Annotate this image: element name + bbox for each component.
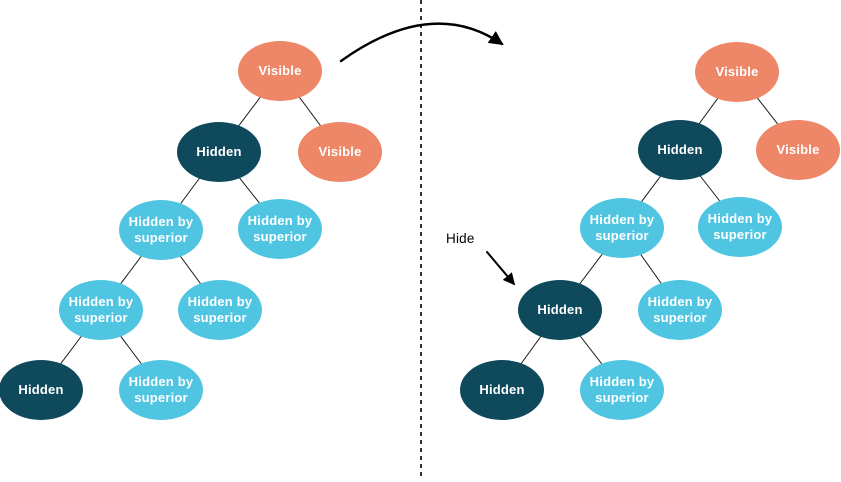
tree-node-hidden: Hidden <box>460 360 544 420</box>
tree-node-hidden-by-superior: Hidden by superior <box>580 198 664 258</box>
tree-node-hidden-by-superior: Hidden by superior <box>580 360 664 420</box>
tree-node-hidden: Hidden <box>638 120 722 180</box>
tree-node-hidden-target: Hidden <box>518 280 602 340</box>
tree-node-hidden-by-superior: Hidden by superior <box>238 199 322 259</box>
tree-node-hidden-by-superior: Hidden by superior <box>59 280 143 340</box>
tree-node-hidden-by-superior: Hidden by superior <box>119 200 203 260</box>
hide-annotation-label: Hide <box>446 231 475 246</box>
tree-node-visible: Visible <box>756 120 840 180</box>
tree-node-hidden-by-superior: Hidden by superior <box>638 280 722 340</box>
tree-node-hidden: Hidden <box>177 122 261 182</box>
hide-arrow <box>486 251 516 286</box>
tree-node-hidden-by-superior: Hidden by superior <box>698 197 782 257</box>
tree-node-visible: Visible <box>238 41 322 101</box>
tree-node-hidden-by-superior: Hidden by superior <box>119 360 203 420</box>
tree-node-hidden-by-superior: Hidden by superior <box>178 280 262 340</box>
tree-node-visible: Visible <box>298 122 382 182</box>
transform-arrow <box>339 22 504 63</box>
tree-node-hidden: Hidden <box>0 360 83 420</box>
tree-node-visible: Visible <box>695 42 779 102</box>
